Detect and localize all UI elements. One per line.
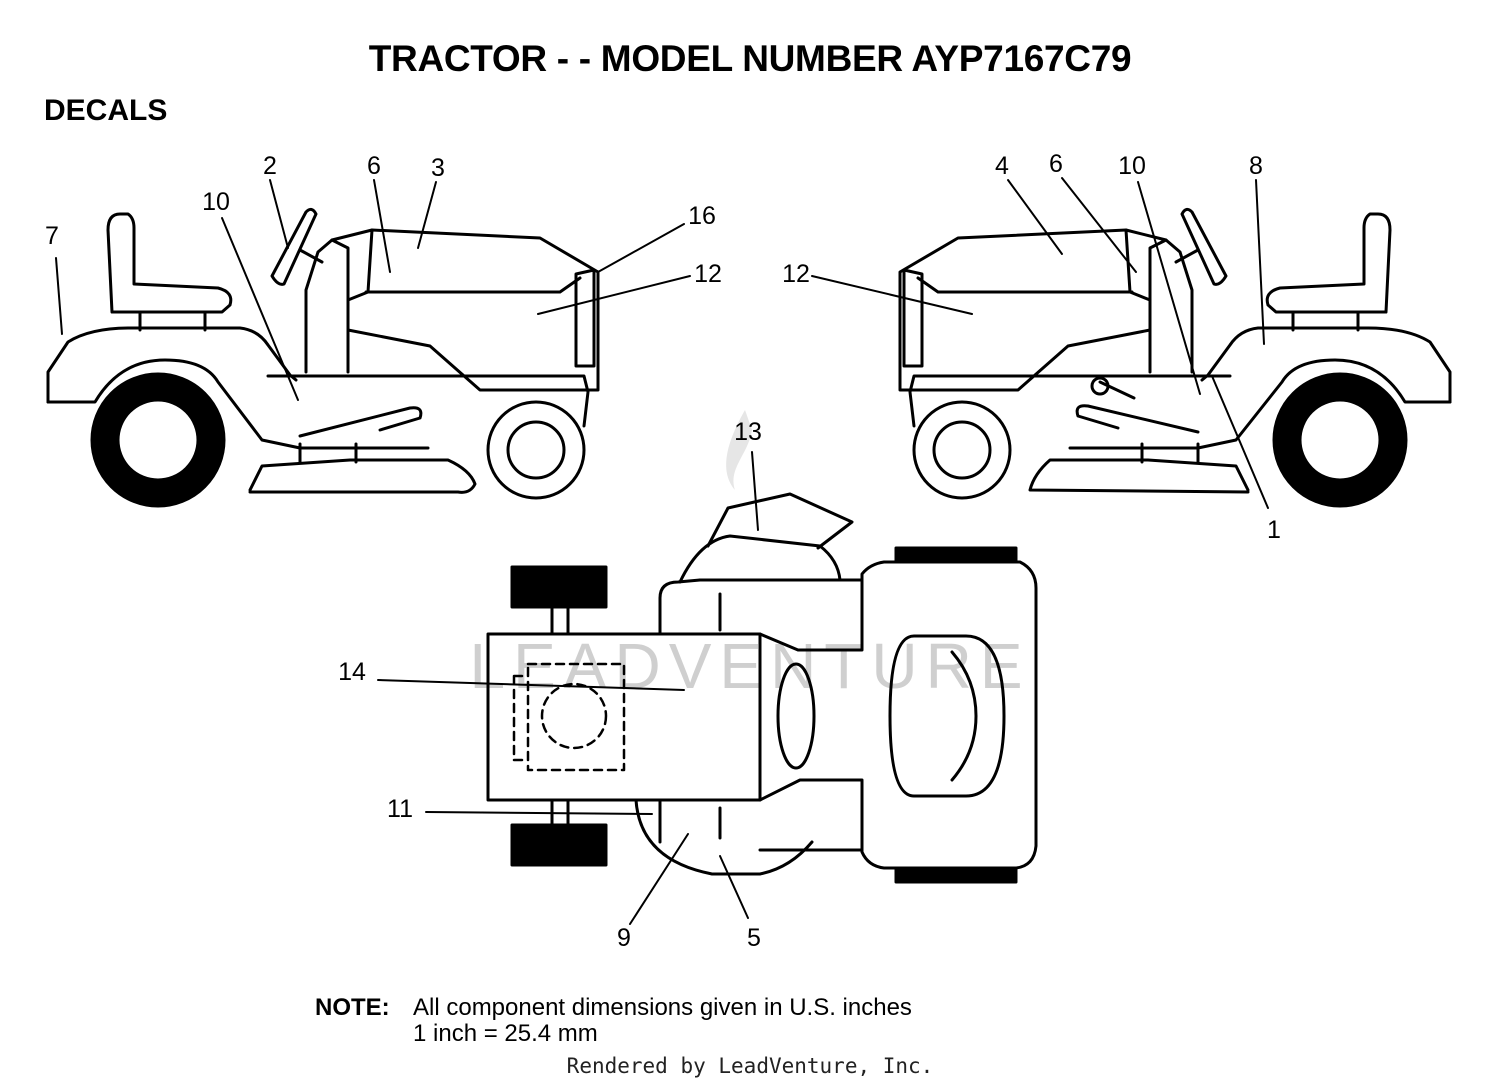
watermark-flame-icon: [726, 410, 752, 490]
callout-16: 16: [688, 202, 716, 230]
callout-10-left: 10: [202, 188, 230, 216]
note-line-1: All component dimensions given in U.S. i…: [413, 994, 912, 1021]
callout-5: 5: [747, 924, 761, 952]
callout-3: 3: [431, 154, 445, 182]
callout-12-left: 12: [694, 260, 722, 288]
tractor-right-side-view: [898, 207, 1452, 508]
callout-10-right: 10: [1118, 152, 1146, 180]
callout-8: 8: [1249, 152, 1263, 180]
callout-leaders: [55, 177, 1269, 925]
callout-7: 7: [45, 222, 59, 250]
rendered-by-footer: Rendered by LeadVenture, Inc.: [566, 1054, 934, 1078]
callout-9: 9: [617, 924, 631, 952]
watermark-text: LEADVENTURE: [470, 630, 1031, 702]
callout-14: 14: [338, 658, 366, 686]
callout-11: 11: [387, 795, 413, 823]
leadventure-watermark: LEADVENTURE: [470, 410, 1031, 702]
callout-2: 2: [263, 152, 277, 180]
callout-13: 13: [734, 418, 762, 446]
tractor-top-view: [486, 492, 1038, 884]
decal-14-outline: [512, 662, 626, 772]
callout-6-left: 6: [367, 152, 381, 180]
section-heading: DECALS: [44, 94, 168, 127]
note-line-2: 1 inch = 25.4 mm: [413, 1020, 598, 1047]
note-label: NOTE:: [315, 994, 390, 1021]
note-body: All component dimensions given in U.S. i…: [413, 995, 912, 1047]
tractor-left-side-view: [46, 207, 600, 508]
callout-1: 1: [1267, 516, 1281, 544]
callout-12-right: 12: [782, 260, 810, 288]
callout-6-right: 6: [1049, 150, 1063, 178]
dimension-note: NOTE: All component dimensions given in U…: [315, 995, 912, 1047]
page-title: TRACTOR - - MODEL NUMBER AYP7167C79: [368, 38, 1132, 79]
callout-labels: 7 10 2 6 3 16 12 12 4 6 10 8 1 13 14 11 …: [45, 150, 1281, 952]
callout-4: 4: [995, 152, 1009, 180]
